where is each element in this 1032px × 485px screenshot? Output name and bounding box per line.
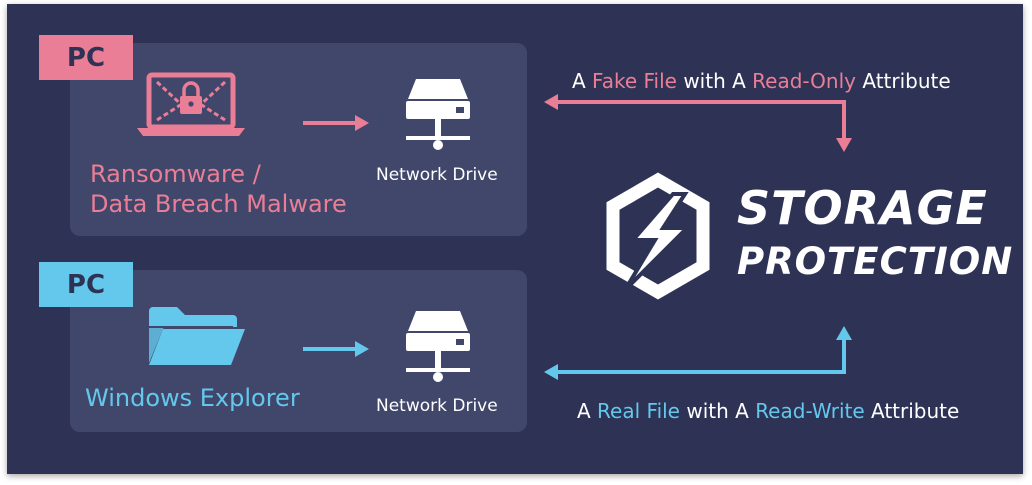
bottom-anno-w2: with A	[680, 399, 756, 423]
top-pc-tag: PC	[39, 35, 133, 80]
top-flow-arrow	[303, 115, 369, 131]
bottom-annotation: A Real File with A Read-Write Attribute	[577, 399, 959, 423]
top-annotation: A Fake File with A Read-Only Attribute	[572, 69, 951, 93]
bottom-network-drive-label: Network Drive	[376, 396, 498, 416]
bottom-anno-hl1: Real File	[597, 399, 680, 423]
bottom-flow-arrow	[303, 341, 369, 357]
lightning-hexagon-icon	[606, 172, 710, 300]
top-network-drive-icon	[406, 79, 470, 150]
top-anno-hl2: Read-Only	[752, 69, 856, 93]
diagram-canvas: PC Ransomware / Data Breach Malware Netw…	[7, 4, 1023, 474]
top-anno-hl1: Fake File	[592, 69, 677, 93]
bottom-anno-w1: A	[577, 399, 598, 423]
top-source-label-line1: Ransomware /	[90, 160, 261, 188]
brand-line2: PROTECTION	[737, 240, 1014, 283]
top-anno-w2: with A	[676, 69, 753, 93]
bottom-pc-tag: PC	[39, 262, 133, 307]
bottom-network-drive-icon	[406, 311, 470, 382]
bottom-return-connector	[544, 326, 852, 380]
top-network-drive-label: Network Drive	[376, 165, 498, 185]
brand-line1: STORAGE	[737, 181, 988, 235]
top-anno-w3: Attribute	[856, 69, 951, 93]
top-source-label-line2: Data Breach Malware	[90, 190, 347, 218]
top-anno-w1: A	[572, 69, 593, 93]
folder-icon	[149, 307, 245, 365]
bottom-source-label: Windows Explorer	[85, 384, 300, 412]
top-return-connector	[544, 94, 852, 152]
bottom-anno-w3: Attribute	[864, 399, 960, 423]
bottom-anno-hl2: Read-Write	[755, 399, 865, 423]
locked-laptop-icon	[137, 72, 245, 136]
